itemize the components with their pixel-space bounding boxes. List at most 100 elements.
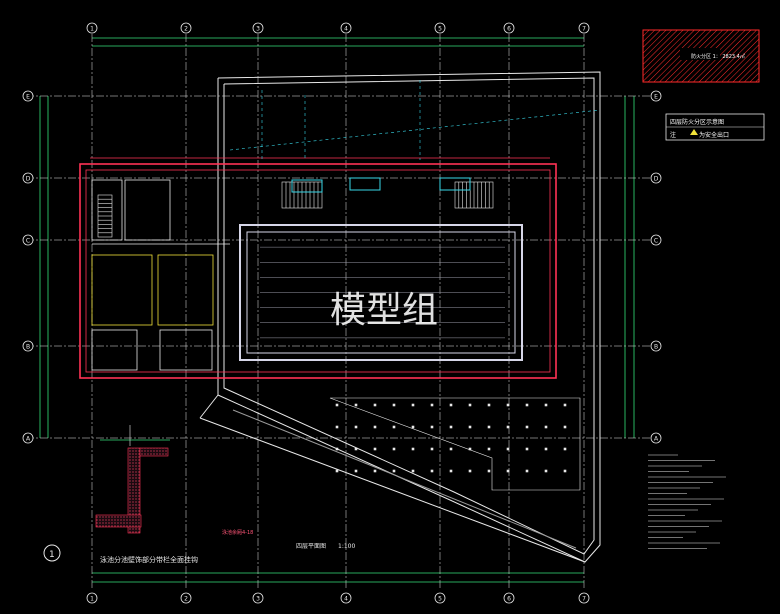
column-dot	[335, 425, 339, 429]
column-dot	[506, 447, 510, 451]
axis-label: 7	[582, 26, 586, 33]
column-dot	[392, 447, 396, 451]
hatch-label: 防火分区 1： 2823.4㎡	[691, 53, 745, 60]
axis-label: C	[26, 238, 30, 245]
axis-label: E	[654, 94, 658, 101]
plan-scale: 1:100	[338, 543, 355, 550]
axis-label: 5	[438, 26, 442, 33]
axis-label: 1	[90, 26, 94, 33]
fire-zone-legend-box	[642, 29, 760, 83]
wall-detail	[95, 425, 170, 534]
plan-title: 四层平面图	[296, 543, 326, 550]
column-dot	[430, 469, 434, 473]
exit-label: 为安全出口	[699, 131, 729, 139]
column-dot	[335, 447, 339, 451]
building-walls	[79, 157, 557, 379]
column-dot	[563, 403, 567, 407]
axis-label: 4	[344, 26, 348, 33]
left-note: 泳池余厢4-18	[222, 529, 253, 536]
column-dot	[506, 469, 510, 473]
axis-label: 3	[256, 596, 260, 603]
axis-bubble	[86, 592, 98, 604]
axis-label: 2	[184, 26, 188, 33]
column-dot	[525, 447, 529, 451]
axis-bubble	[434, 592, 446, 604]
column-dot	[335, 469, 339, 473]
column-dot	[544, 403, 548, 407]
column-dot	[525, 425, 529, 429]
swimming-pool	[239, 224, 523, 361]
door-markers	[291, 177, 471, 193]
column-dot	[468, 403, 472, 407]
lower-balcony	[329, 397, 581, 491]
column-dot	[373, 469, 377, 473]
axis-bubble	[252, 592, 264, 604]
column-dot	[487, 403, 491, 407]
column-dot	[411, 469, 415, 473]
axis-label: B	[26, 344, 30, 351]
axis-bubble	[22, 90, 34, 102]
column-dot	[525, 469, 529, 473]
axis-bubble	[650, 172, 662, 184]
axis-label: 2	[184, 596, 188, 603]
column-dot	[430, 403, 434, 407]
axis-label: E	[26, 94, 30, 101]
column-dot	[487, 469, 491, 473]
column-dot	[392, 469, 396, 473]
axis-bubble	[86, 22, 98, 34]
axis-label: A	[654, 436, 659, 443]
column-dot	[411, 447, 415, 451]
axis-label: 6	[507, 26, 511, 33]
column-dot	[449, 469, 453, 473]
axis-label: 3	[256, 26, 260, 33]
column-dot	[563, 425, 567, 429]
column-dot	[544, 469, 548, 473]
column-dot	[354, 403, 358, 407]
column-dot	[468, 425, 472, 429]
column-dot	[449, 425, 453, 429]
axis-bubble	[252, 22, 264, 34]
column-dot	[373, 403, 377, 407]
axis-label: D	[26, 176, 31, 183]
watermark: 模型组	[330, 290, 438, 331]
column-dot	[468, 447, 472, 451]
column-dot	[563, 447, 567, 451]
column-dot	[430, 425, 434, 429]
axis-bubble	[180, 22, 192, 34]
column-dot	[449, 403, 453, 407]
column-dot	[335, 403, 339, 407]
axis-label: D	[654, 176, 659, 183]
column-dot	[506, 403, 510, 407]
column-dot	[544, 425, 548, 429]
column-dot	[392, 403, 396, 407]
column-dot	[506, 425, 510, 429]
left-rooms	[91, 179, 230, 371]
axis-bubble	[650, 340, 662, 352]
column-dot	[354, 425, 358, 429]
axis-label: 5	[438, 596, 442, 603]
legend-title: 四层防火分区示意图	[670, 118, 724, 126]
axis-label: 1	[90, 596, 94, 603]
exit-triangle-icon	[690, 129, 698, 135]
axis-bubble	[503, 22, 515, 34]
axis-bubble	[340, 22, 352, 34]
column-dot	[354, 469, 358, 473]
column-dot	[487, 425, 491, 429]
axis-label: 7	[582, 596, 586, 603]
axis-label: 6	[507, 596, 511, 603]
column-dot	[544, 447, 548, 451]
detail-title: 泳池分池壁饰部分带栏全面挂钩	[100, 555, 198, 564]
axis-label: A	[26, 436, 31, 443]
shell-outline	[199, 71, 601, 563]
axis-bubble	[650, 432, 662, 444]
axis-label: B	[654, 344, 658, 351]
axis-bubble	[503, 592, 515, 604]
dashed-lines	[229, 80, 601, 160]
axis-bubble	[340, 592, 352, 604]
column-dot	[411, 403, 415, 407]
column-dot	[525, 403, 529, 407]
axis-bubble	[578, 592, 590, 604]
axis-bubble	[22, 172, 34, 184]
